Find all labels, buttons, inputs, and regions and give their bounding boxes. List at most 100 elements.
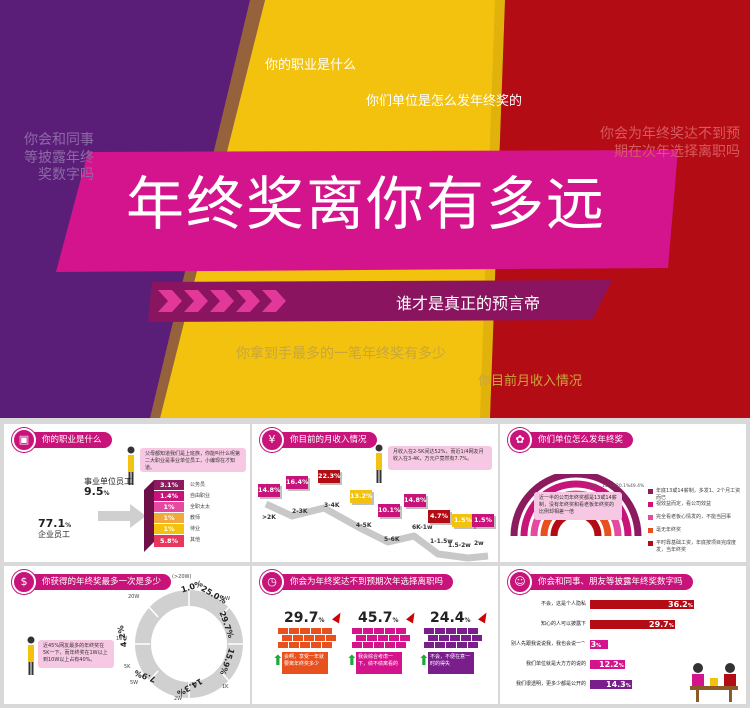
income-block: 4.7% [428, 510, 450, 523]
income-range-label: 6K-1w [412, 524, 433, 531]
page-title: 年终奖离你有多远 [125, 170, 606, 238]
gift-icon: ✿ [508, 428, 532, 452]
income-range-label: 1-1.5w [430, 538, 453, 545]
ring-value: 20.1% [616, 484, 631, 489]
bonus-dial [135, 590, 243, 698]
dial-segment-value: 14.3% [175, 676, 204, 698]
ghost-text-job: 你的职业是什么 [265, 58, 357, 73]
brick [293, 635, 303, 641]
brick [282, 635, 292, 641]
income-range-label: 5-6K [384, 536, 400, 543]
largest-note: 近45%网友最多的年终奖在5K一下，而年终奖在1W以上到10W以上占有40%。 [38, 640, 114, 668]
job-stack-block: 1% [154, 513, 184, 523]
income-block: 1.5% [452, 514, 474, 527]
brick [352, 628, 362, 634]
card-title: 你获得的年终奖最多一次是多少 [30, 574, 172, 590]
chevron-icon [158, 290, 182, 312]
card-job[interactable]: 你的职业是什么 ▣ 父母都知道我们是上班族，你能叫什么呢第二大职业是事业单位员工… [4, 424, 250, 562]
job-stack-label: 待业 [190, 526, 201, 532]
ring-value: 49.4% [630, 484, 645, 489]
card-company-bonus[interactable]: 你们单位怎么发年终奖 ✿ 30%15.5%20.1%49.4% 近一半的公司年终… [500, 424, 746, 562]
brick [472, 635, 482, 641]
brick [457, 628, 467, 634]
people-icon: ☺ [508, 570, 532, 594]
disclose-bar [590, 620, 675, 629]
brick [300, 642, 310, 648]
income-track [264, 500, 489, 562]
brick [400, 635, 410, 641]
dial-axis-label: 5W [130, 680, 139, 686]
page-subtitle: 谁才是真正的预言帝 [396, 294, 541, 313]
disclose-label: 知心的人可以披露下 [540, 621, 586, 627]
legend-label: 年底13或14薪制，多发1、2个月工资而已 [656, 488, 741, 501]
dial-axis-label: 20W [128, 594, 140, 600]
brick [374, 642, 384, 648]
card-income[interactable]: 你目前的月收入情况 ¥ 月收入在2-5K间达52%，而近1/4网友月收入在3-4… [252, 424, 498, 562]
brick [289, 642, 299, 648]
ghost-text-disclose: 你会和同事等披露年终奖数字吗 [24, 132, 94, 183]
brick [374, 628, 384, 634]
brick [315, 635, 325, 641]
brick [435, 628, 445, 634]
title-band [56, 150, 678, 272]
dial-axis-label: 1W [222, 596, 231, 602]
legend-swatch [648, 489, 653, 494]
brick [326, 635, 336, 641]
coins-icon: ¥ [260, 428, 284, 452]
disclose-value-sign: % [618, 663, 624, 669]
income-range-label: 4-5K [356, 522, 372, 529]
disclose-label: 我们单位就是大方方的说的 [525, 661, 586, 667]
income-block: 1.5% [472, 514, 494, 527]
dial-segment-value: 29.7% [217, 610, 236, 640]
quit-pct-value: 29.7 [284, 610, 319, 626]
disclose-value-number: 36.2 [668, 600, 688, 609]
quit-pct-sign: % [392, 617, 399, 624]
people-table-icon [690, 663, 738, 702]
income-range-label: >2K [262, 514, 276, 521]
brick [363, 642, 373, 648]
card-largest-bonus[interactable]: 你获得的年终奖最多一次是多少 $ (>20W) 1.0%25.0%29.7%15… [4, 566, 250, 704]
disclose-value: 12.2% [599, 660, 624, 671]
quit-caption: 会啊，享受一年就要离年终奖多少 [282, 652, 328, 674]
legend-swatch [648, 515, 653, 520]
job-note: 父母都知道我们是上班族，你能叫什么呢第二大职业是事业单位员工，小编现在才知道。 [140, 448, 246, 472]
disclose-value-number: 6.3 [582, 640, 597, 649]
job-stack-label: 其他 [190, 537, 201, 543]
quit-pct-sign: % [464, 617, 471, 624]
job-stack-label: 公务员 [190, 482, 206, 488]
public-sector-pct: 9.5% [84, 485, 110, 498]
legend-label: 毫无年终奖 [656, 527, 682, 533]
card-quit[interactable]: 你会为年终奖达不到预期次年选择离职吗 ◷ 29.7%⬆会啊，享受一年就要离年终奖… [252, 566, 498, 704]
dial-segment-value: 15.9% [218, 646, 236, 677]
job-stack-block: 1% [154, 502, 184, 512]
disclose-value: 36.2% [668, 600, 693, 611]
card-title: 你会和同事、朋友等披露年终奖数字吗 [526, 574, 693, 590]
job-stack-block: 1.4% [154, 491, 184, 501]
public-sector-label: 事业单位员工 [84, 477, 132, 486]
brick [278, 628, 288, 634]
up-arrow-icon: ⬆ [418, 653, 430, 669]
income-block: 14.8% [258, 484, 281, 497]
brick [385, 642, 395, 648]
red-pin-icon [478, 610, 490, 624]
subtitle-band [148, 280, 612, 322]
legend-label: 完全看老板心情发的，不能当回事 [656, 514, 732, 520]
person-figure-icon [26, 636, 36, 676]
quit-pct: 29.7% [284, 610, 325, 626]
disclose-bar [590, 600, 694, 609]
brick [396, 642, 406, 648]
brick [278, 642, 288, 648]
brick [439, 635, 449, 641]
quit-pct: 45.7% [358, 610, 399, 626]
legend-label: 平时靠基础工资，年底按项目完成度发，当年终奖 [656, 540, 737, 553]
income-block: 14.8% [404, 494, 427, 507]
quit-pct: 24.4% [430, 610, 471, 626]
dial-top-label: (>20W) [172, 574, 192, 580]
card-title: 你们单位怎么发年终奖 [526, 432, 634, 448]
disclose-value-sign: % [596, 643, 602, 649]
person-figure-icon [126, 446, 136, 486]
